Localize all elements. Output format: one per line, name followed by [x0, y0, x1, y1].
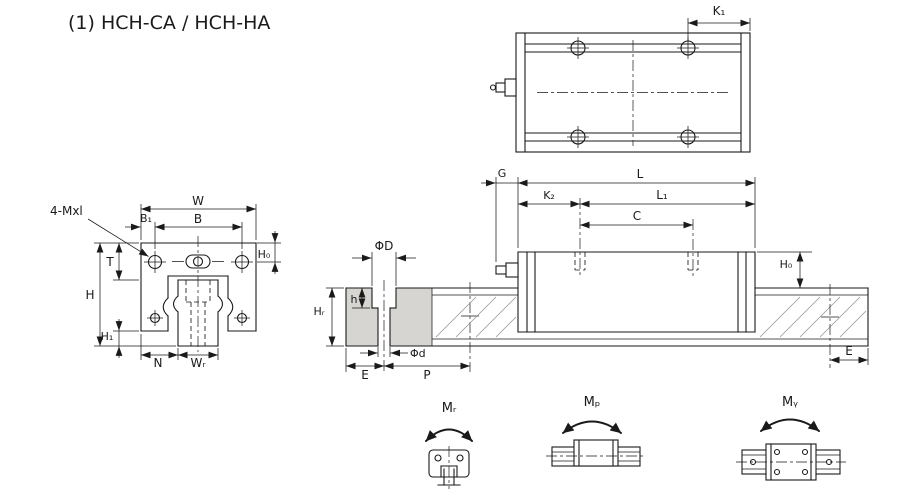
dim-label-h: H [85, 288, 94, 302]
dim-label-phi-d-outer: ΦD [375, 239, 394, 253]
moment-yaw: Mᵧ [736, 395, 846, 481]
dim-phi-d-inner: Φd [360, 347, 426, 360]
dim-label-b: B [194, 212, 202, 226]
dim-phi-d-outer: ΦD [352, 239, 416, 286]
dim-h0-front: H₀ [257, 231, 281, 274]
dim-h0-side: H₀ [757, 251, 812, 288]
roll-arrow-icon [425, 428, 473, 442]
dim-n: N [140, 334, 179, 370]
front-bolt-hole [231, 251, 253, 273]
yaw-arrow-icon [760, 418, 820, 432]
dim-label-l1: L₁ [656, 188, 668, 202]
plan-view: K₁ [489, 4, 751, 153]
page-title: (1) HCH-CA / HCH-HA [68, 12, 270, 34]
dim-b: B B₁ [125, 212, 243, 249]
dim-label-h0-front: H₀ [258, 248, 271, 261]
plan-bolt-hole [567, 126, 589, 148]
moment-label-my: Mᵧ [782, 395, 798, 410]
dim-w: W [140, 194, 257, 240]
dim-label-c: C [633, 209, 641, 223]
grease-nipple-icon [489, 78, 517, 97]
rail-cross-section: ΦD h Hᵣ Φd E P [313, 239, 479, 382]
dim-label-p: P [423, 368, 430, 382]
dim-label-phi-d-inner: Φd [410, 347, 426, 360]
dim-c: C [580, 209, 693, 229]
moment-label-mp: Mₚ [584, 395, 601, 410]
yaw-axis-icon [736, 443, 846, 481]
front-view: W B B₁ 4-Mxl T H [50, 194, 281, 370]
dim-l: L [517, 167, 756, 248]
moment-pitch: Mₚ [546, 395, 646, 467]
pitch-arrow-icon [562, 420, 622, 434]
dim-label-hr: Hᵣ [313, 305, 324, 318]
side-bolt-hole-hidden [574, 198, 586, 277]
dim-h: H [85, 243, 176, 347]
dim-h1: H₁ [101, 319, 139, 358]
dim-label-n: N [154, 356, 163, 370]
callout-mxl: 4-Mxl [50, 204, 149, 257]
dim-l1: L₁ [580, 188, 755, 208]
moment-label-mr: Mᵣ [442, 401, 457, 416]
dim-label-k1: K₁ [713, 4, 726, 18]
dim-label-h1: H₁ [101, 330, 114, 343]
plan-bolt-hole [567, 37, 589, 59]
front-bolt-hole [147, 310, 163, 326]
dim-k2: K₂ [518, 189, 580, 208]
dim-e-side: E [821, 284, 869, 368]
dim-label-t: T [105, 255, 114, 269]
grease-port-icon [172, 254, 224, 269]
side-view: G L K₂ L₁ C H₀ [431, 167, 869, 368]
dim-k1: K₁ [687, 4, 751, 42]
dim-label-w: W [192, 194, 204, 208]
dim-label-wr: Wᵣ [191, 356, 207, 370]
grease-nipple-icon [495, 262, 519, 278]
dim-h-counterbore: h [351, 288, 370, 309]
plan-bolt-hole [677, 126, 699, 148]
front-bolt-hole [144, 251, 166, 273]
pitch-axis-icon [546, 439, 646, 467]
dim-label-k2: K₂ [543, 189, 555, 202]
dim-wr: Wᵣ [178, 348, 219, 370]
dim-p: P [384, 282, 479, 382]
dim-label-h-counterbore: h [351, 293, 358, 306]
dim-label-g: G [498, 167, 507, 180]
roll-axis-icon [428, 446, 470, 489]
dim-hr: Hᵣ [313, 287, 344, 347]
dim-t: T [94, 242, 139, 281]
front-bolt-hole [234, 310, 250, 326]
dim-label-mxl: 4-Mxl [50, 204, 83, 218]
dim-label-e-side: E [845, 344, 853, 358]
dim-e-section: E [345, 348, 384, 382]
dim-label-l: L [637, 167, 644, 181]
moment-roll: Mᵣ [425, 401, 473, 489]
dim-label-h0-side: H₀ [780, 258, 793, 271]
dim-g: G [481, 167, 518, 262]
dim-label-b1: B₁ [140, 212, 152, 225]
dim-label-e-section: E [361, 368, 369, 382]
side-bolt-hole-hidden [687, 219, 699, 277]
